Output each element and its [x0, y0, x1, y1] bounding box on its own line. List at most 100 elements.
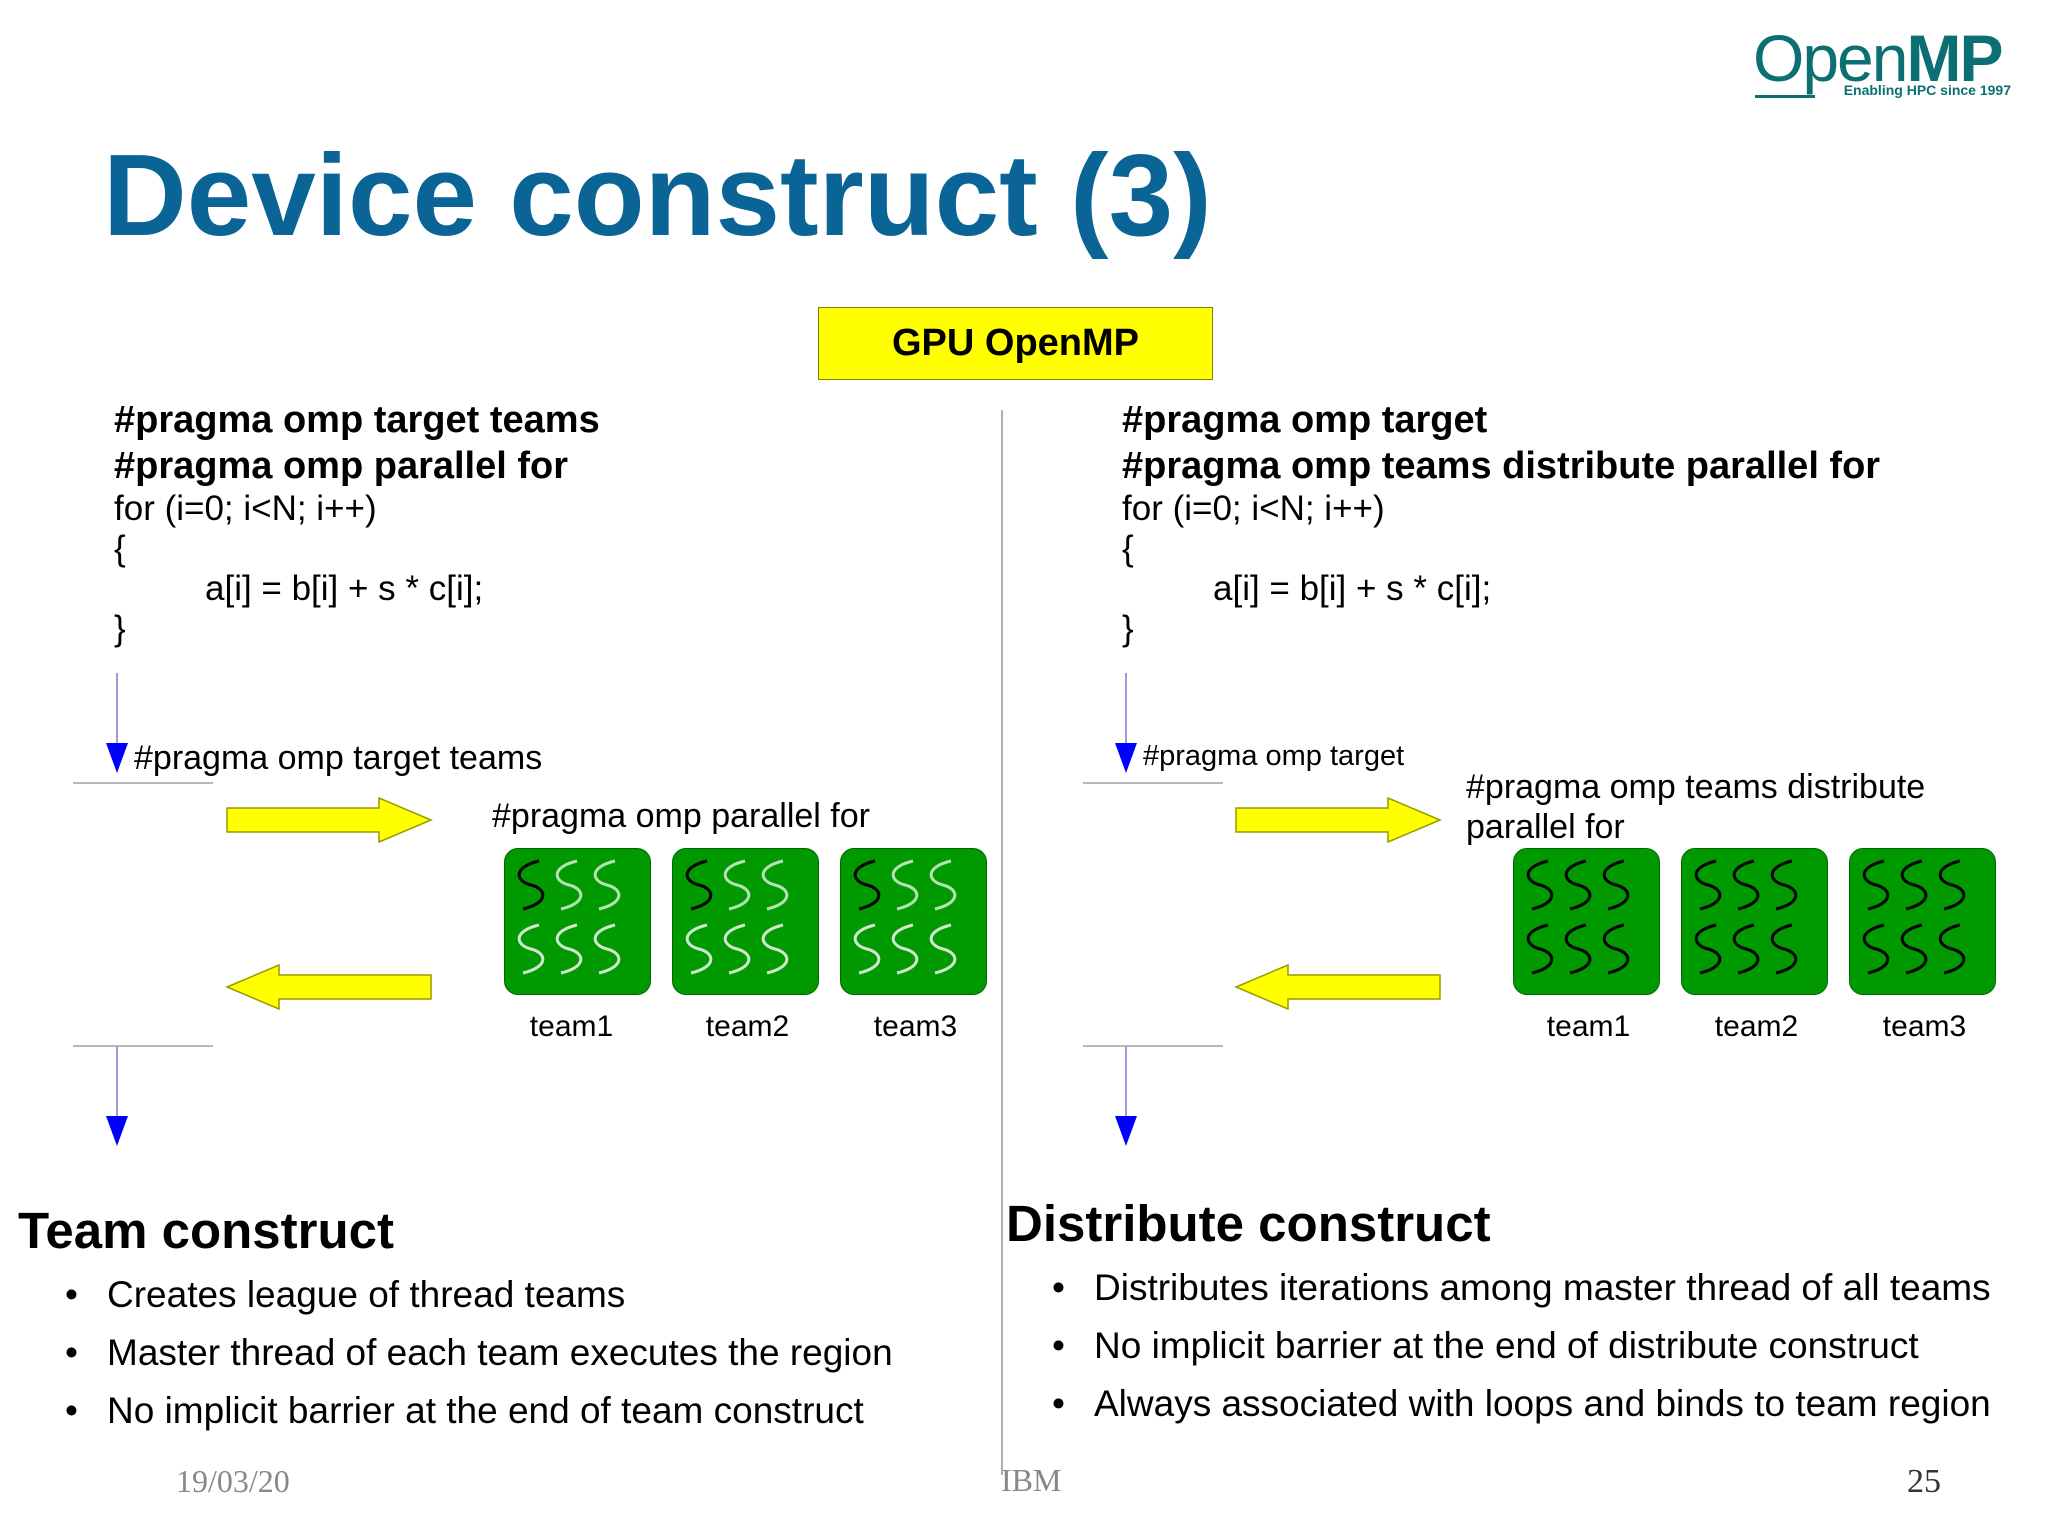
right-hline-bottom	[1083, 1045, 1223, 1047]
thread-squiggle	[1938, 923, 1966, 975]
right-down-arrow-bottom-icon	[1115, 1116, 1137, 1146]
gpu-openmp-label: GPU OpenMP	[891, 322, 1140, 364]
thread-squiggle	[929, 923, 957, 975]
right-parallel-label-line-1: #pragma omp teams distribute	[1466, 768, 1926, 806]
left-team1-box	[504, 848, 651, 995]
thread-squiggles-icon	[1694, 859, 1798, 975]
left-flow-line-bottom	[116, 1046, 118, 1116]
thread-squiggle	[1732, 859, 1760, 911]
thread-squiggle	[723, 923, 751, 975]
thread-squiggles-icon	[685, 859, 789, 975]
left-down-arrow-bottom-icon	[106, 1116, 128, 1146]
logo-mp: MP	[1906, 21, 2003, 95]
left-code-line-1: #pragma omp target teams	[114, 399, 600, 441]
right-down-arrow-top-icon	[1115, 743, 1137, 773]
team-construct-heading: Team construct	[18, 1202, 394, 1259]
right-arrow-left-icon	[1234, 963, 1441, 1011]
thread-squiggle	[1564, 859, 1592, 911]
right-team3-label: team3	[1882, 1010, 1967, 1043]
right-code-line-6: }	[1122, 609, 1134, 648]
right-team2-label: team2	[1714, 1010, 1799, 1043]
team-construct-bullets: •Creates league of thread teams •Master …	[65, 1266, 893, 1440]
thread-squiggle	[891, 923, 919, 975]
list-item: •No implicit barrier at the end of team …	[65, 1390, 864, 1431]
right-flow-line-top	[1125, 673, 1127, 743]
left-code-block: #pragma omp target teams #pragma omp par…	[114, 397, 600, 649]
right-team1-label: team1	[1546, 1010, 1631, 1043]
footer-date: 19/03/20	[176, 1463, 290, 1499]
left-code-line-5: a[i] = b[i] + s * c[i];	[205, 569, 484, 608]
left-code-line-2: #pragma omp parallel for	[114, 445, 569, 487]
right-team1-box	[1513, 848, 1660, 995]
thread-squiggle	[891, 859, 919, 911]
thread-squiggles-icon	[1526, 859, 1630, 975]
right-code-line-2: #pragma omp teams distribute parallel fo…	[1122, 445, 1881, 487]
footer-org: IBM	[1001, 1462, 1062, 1498]
list-item: •Always associated with loops and binds …	[1052, 1383, 1991, 1424]
left-team2-box	[672, 848, 819, 995]
thread-squiggle	[1938, 859, 1966, 911]
left-flow-line-top	[116, 673, 118, 743]
left-code-line-3: for (i=0; i<N; i++)	[114, 489, 377, 528]
thread-squiggle	[1602, 859, 1630, 911]
right-flow-line-bottom	[1125, 1046, 1127, 1116]
thread-squiggle	[1770, 859, 1798, 911]
thread-squiggle	[1564, 923, 1592, 975]
thread-squiggles-icon	[853, 859, 957, 975]
thread-squiggle	[555, 859, 583, 911]
right-code-block: #pragma omp target #pragma omp teams dis…	[1122, 397, 1880, 649]
thread-squiggle	[1526, 923, 1554, 975]
thread-squiggle	[1694, 859, 1722, 911]
right-team2-box	[1681, 848, 1828, 995]
left-arrow-left-icon	[225, 963, 432, 1011]
thread-squiggles-icon	[517, 859, 621, 975]
thread-squiggle	[723, 859, 751, 911]
thread-squiggle	[517, 859, 545, 911]
left-team2-label: team2	[705, 1010, 790, 1043]
thread-squiggle	[853, 923, 881, 975]
thread-squiggle	[853, 859, 881, 911]
logo-tagline: Enabling HPC since 1997	[1843, 82, 2011, 98]
thread-squiggle	[685, 923, 713, 975]
thread-squiggle	[929, 859, 957, 911]
thread-squiggle	[555, 923, 583, 975]
thread-squiggle	[593, 859, 621, 911]
thread-squiggle	[1862, 859, 1890, 911]
slide-title: Device construct (3)	[103, 130, 1212, 260]
list-item: •Distributes iterations among master thr…	[1052, 1267, 1991, 1308]
right-arrow-right-icon	[1235, 796, 1442, 844]
left-target-label: #pragma omp target teams	[134, 739, 543, 777]
thread-squiggle	[593, 923, 621, 975]
left-code-line-4: {	[114, 529, 126, 568]
gpu-openmp-box: GPU OpenMP	[818, 307, 1213, 380]
right-code-line-4: {	[1122, 529, 1134, 568]
thread-squiggle	[1602, 923, 1630, 975]
distribute-construct-heading: Distribute construct	[1006, 1195, 1491, 1252]
thread-squiggle	[761, 859, 789, 911]
thread-squiggles-icon	[1862, 859, 1966, 975]
list-item: •No implicit barrier at the end of distr…	[1052, 1325, 1919, 1366]
thread-squiggle	[761, 923, 789, 975]
thread-squiggle	[1526, 859, 1554, 911]
thread-squiggle	[685, 859, 713, 911]
thread-squiggle	[1900, 859, 1928, 911]
page-number: 25	[1907, 1463, 1941, 1500]
distribute-construct-bullets: •Distributes iterations among master thr…	[1052, 1259, 1991, 1433]
right-code-line-1: #pragma omp target	[1122, 399, 1488, 441]
left-code-line-6: }	[114, 609, 126, 648]
thread-squiggle	[1770, 923, 1798, 975]
left-hline-bottom	[73, 1045, 213, 1047]
thread-squiggle	[1694, 923, 1722, 975]
right-parallel-label: #pragma omp teams distribute parallel fo…	[1466, 767, 1925, 847]
right-parallel-label-line-2: parallel for	[1466, 808, 1625, 846]
left-team3-box	[840, 848, 987, 995]
list-item: •Master thread of each team executes the…	[65, 1332, 893, 1373]
right-target-label: #pragma omp target	[1143, 740, 1405, 772]
right-code-line-3: for (i=0; i<N; i++)	[1122, 489, 1385, 528]
thread-squiggle	[1862, 923, 1890, 975]
list-item: •Creates league of thread teams	[65, 1274, 626, 1315]
left-down-arrow-top-icon	[106, 743, 128, 773]
left-team3-label: team3	[873, 1010, 958, 1043]
left-team1-label: team1	[529, 1010, 614, 1043]
